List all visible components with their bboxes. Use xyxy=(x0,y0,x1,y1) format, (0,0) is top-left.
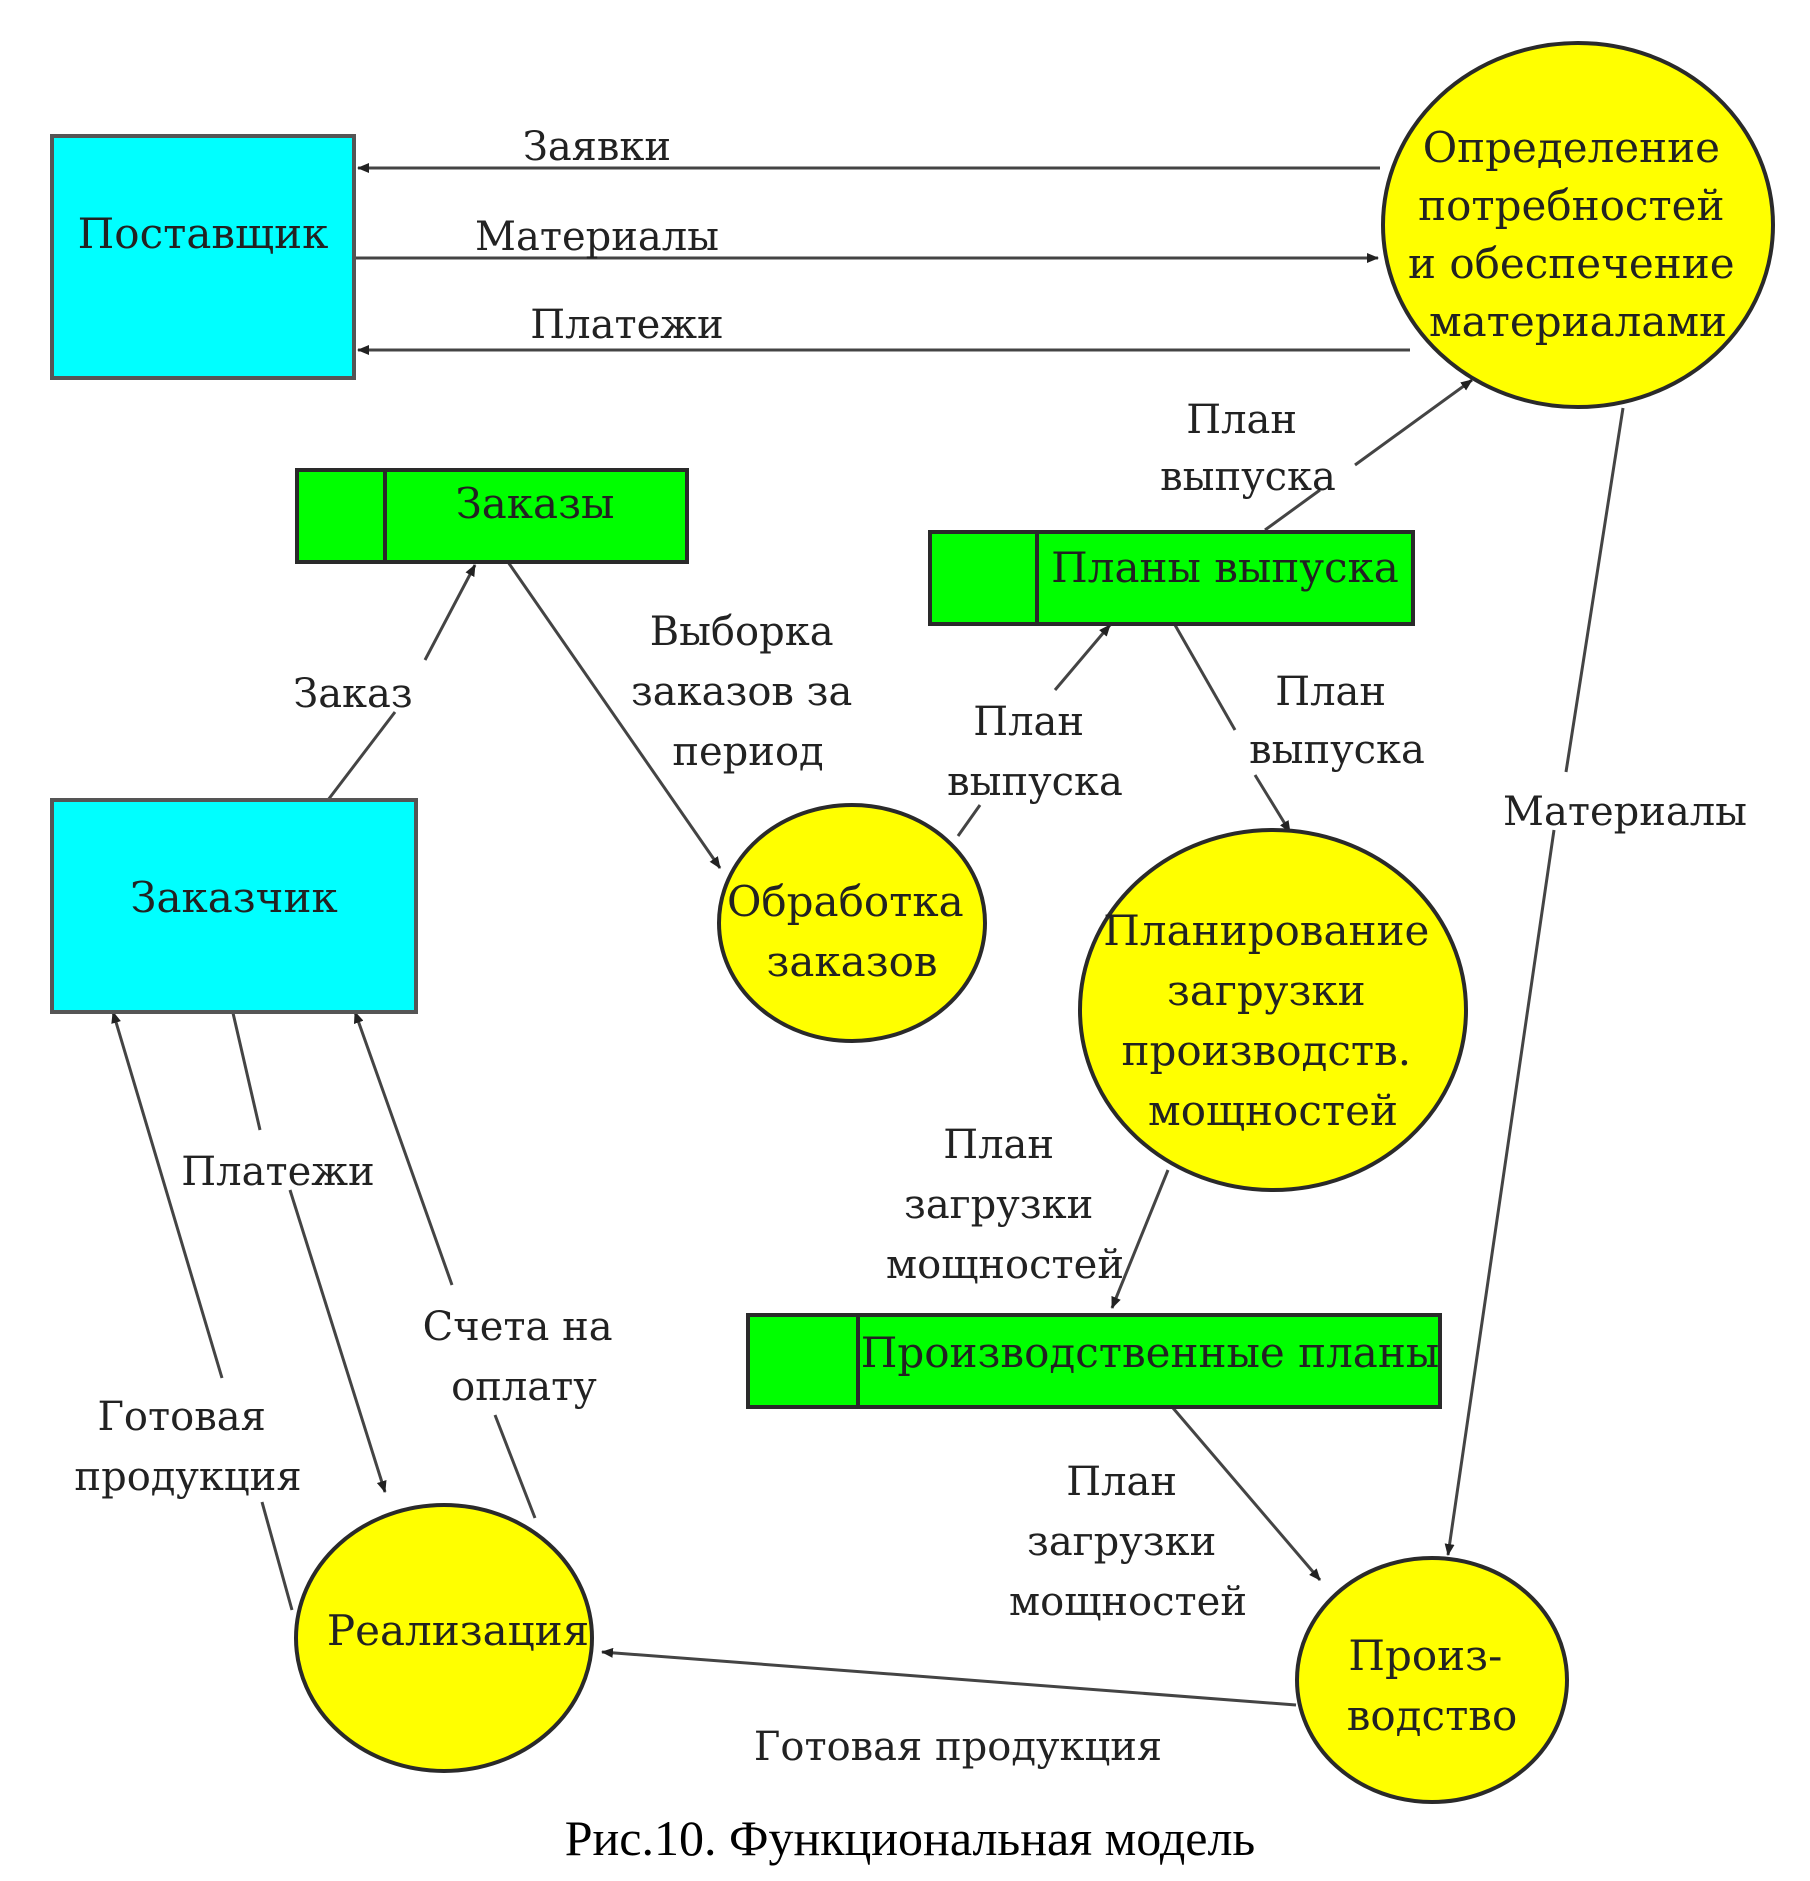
flow-plan-output-2-label: План выпуска xyxy=(947,699,1123,805)
needs-process-line-4: материалами xyxy=(1429,297,1727,346)
flow-capacity-plan-2-line-2: загрузки xyxy=(1027,1519,1216,1565)
flow-capacity-plan-1-line-1: План xyxy=(943,1122,1054,1168)
flow-plan-output-2-line-1: План xyxy=(973,699,1084,745)
needs-process-label: Определение потребностей и обеспечение м… xyxy=(1408,123,1748,346)
flow-invoices-head xyxy=(353,1011,454,1286)
flow-plan-output-1-head xyxy=(1354,378,1473,467)
flow-order-head xyxy=(423,564,477,661)
order-processing-label: Обработка заказов xyxy=(727,877,977,986)
capacity-planning-line-4: мощностей xyxy=(1148,1086,1398,1135)
flow-finished-bottom-arrow xyxy=(601,1647,1297,1707)
flow-materials-right-label: Материалы xyxy=(1503,789,1747,835)
flow-materials-right-line xyxy=(1564,407,1625,773)
output-plans-store-label: Планы выпуска xyxy=(1051,543,1399,592)
flow-plan-output-3-line-1: План xyxy=(1275,669,1386,715)
flow-plan-output-2-line xyxy=(956,804,982,837)
customer-label: Заказчик xyxy=(130,873,337,922)
flow-plan-output-3-head xyxy=(1253,774,1292,833)
capacity-planning-label: Планирование загрузки производств. мощно… xyxy=(1103,906,1442,1135)
flow-invoices-label: Счета на оплату xyxy=(423,1304,626,1410)
flow-capacity-plan-2-line-1: План xyxy=(1066,1459,1177,1505)
flow-finished-left-head xyxy=(111,1011,224,1379)
order-processing-line-2: заказов xyxy=(766,937,937,986)
flow-finished-left-line-2: продукция xyxy=(74,1454,301,1500)
flow-capacity-plan-1-label: План загрузки мощностей xyxy=(886,1122,1124,1288)
flow-finished-left-label: Готовая продукция xyxy=(74,1394,301,1500)
flow-capacity-plan-1-line-3: мощностей xyxy=(886,1242,1124,1288)
production-line-2: водство xyxy=(1347,1691,1517,1740)
flow-payments-left-line xyxy=(231,1012,262,1131)
needs-process-line-2: потребностей xyxy=(1418,181,1724,230)
flow-capacity-plan-2-arrow xyxy=(1171,1407,1322,1581)
figure-caption: Рис.10. Функциональная модель xyxy=(565,1810,1256,1866)
flow-lines xyxy=(111,163,1625,1707)
orders-store xyxy=(295,468,689,564)
flow-payments-left-label: Платежи xyxy=(181,1149,374,1195)
production-label: Произ- водство xyxy=(1347,1631,1517,1740)
flow-requests-label: Заявки xyxy=(523,124,671,170)
flow-plan-output-1-arrow xyxy=(1264,488,1321,532)
order-processing-process xyxy=(717,803,987,1043)
capacity-planning-process xyxy=(1078,828,1468,1192)
flow-plan-output-3-line xyxy=(1173,624,1237,731)
sales-process xyxy=(294,1503,594,1773)
needs-process xyxy=(1381,41,1775,409)
flow-order-label: Заказ xyxy=(293,671,412,717)
flow-payments-left-head xyxy=(288,1189,387,1493)
flow-order-selection-line-3: период xyxy=(672,729,823,775)
flow-plan-output-1-line-1: План xyxy=(1186,397,1297,443)
supplier-label: Поставщик xyxy=(78,209,329,258)
flow-invoices-line-1: Счета на xyxy=(423,1304,613,1350)
production-plans-store-label: Производственные планы xyxy=(861,1328,1440,1377)
flow-invoices-line-2: оплату xyxy=(451,1364,597,1410)
order-processing-line-1: Обработка xyxy=(727,877,964,926)
flow-order-selection-line-1: Выборка xyxy=(650,609,834,655)
flow-plan-output-1-line-2: выпуска xyxy=(1160,454,1336,500)
flow-finished-left-line xyxy=(260,1501,294,1611)
flow-capacity-plan-1-line-2: загрузки xyxy=(904,1182,1093,1228)
flow-capacity-plan-2-line-3: мощностей xyxy=(1009,1579,1247,1625)
flow-order-selection-label: Выборка заказов за период xyxy=(631,609,865,775)
flow-materials-top-label: Материалы xyxy=(475,214,719,260)
flow-plan-output-3-line-2: выпуска xyxy=(1249,727,1425,773)
flow-capacity-plan-2-label: План загрузки мощностей xyxy=(1009,1459,1247,1625)
production-process xyxy=(1295,1556,1569,1804)
sales-label: Реализация xyxy=(327,1606,589,1655)
needs-process-line-3: и обеспечение xyxy=(1408,239,1735,288)
flow-materials-right-head xyxy=(1444,829,1556,1556)
customer-entity xyxy=(50,798,418,1014)
flow-invoices-line xyxy=(493,1414,537,1519)
flow-plan-output-2-head xyxy=(1053,624,1112,691)
capacity-planning-line-2: загрузки xyxy=(1167,966,1366,1015)
capacity-planning-line-3: производств. xyxy=(1122,1026,1412,1075)
supplier-entity xyxy=(50,134,356,380)
flow-order-selection-line-2: заказов за xyxy=(631,669,852,715)
flow-payments-top-label: Платежи xyxy=(530,302,723,348)
flow-finished-left-line-1: Готовая xyxy=(97,1394,265,1440)
output-plans-store xyxy=(928,530,1415,626)
needs-process-line-1: Определение xyxy=(1423,123,1720,172)
flow-order-selection-arrow xyxy=(506,561,722,869)
flow-finished-bottom-label: Готовая продукция xyxy=(754,1724,1162,1770)
orders-store-label: Заказы xyxy=(456,479,615,528)
flow-order-arrow xyxy=(326,711,397,801)
flow-plan-output-3-label: План выпуска xyxy=(1249,669,1425,773)
flow-plan-output-1-label: План выпуска xyxy=(1160,397,1336,500)
capacity-planning-line-1: Планирование xyxy=(1103,906,1429,955)
production-line-1: Произ- xyxy=(1348,1631,1502,1680)
flow-plan-output-2-line-2: выпуска xyxy=(947,759,1123,805)
production-plans-store xyxy=(746,1313,1442,1409)
flow-capacity-plan-1-arrow xyxy=(1110,1169,1170,1309)
